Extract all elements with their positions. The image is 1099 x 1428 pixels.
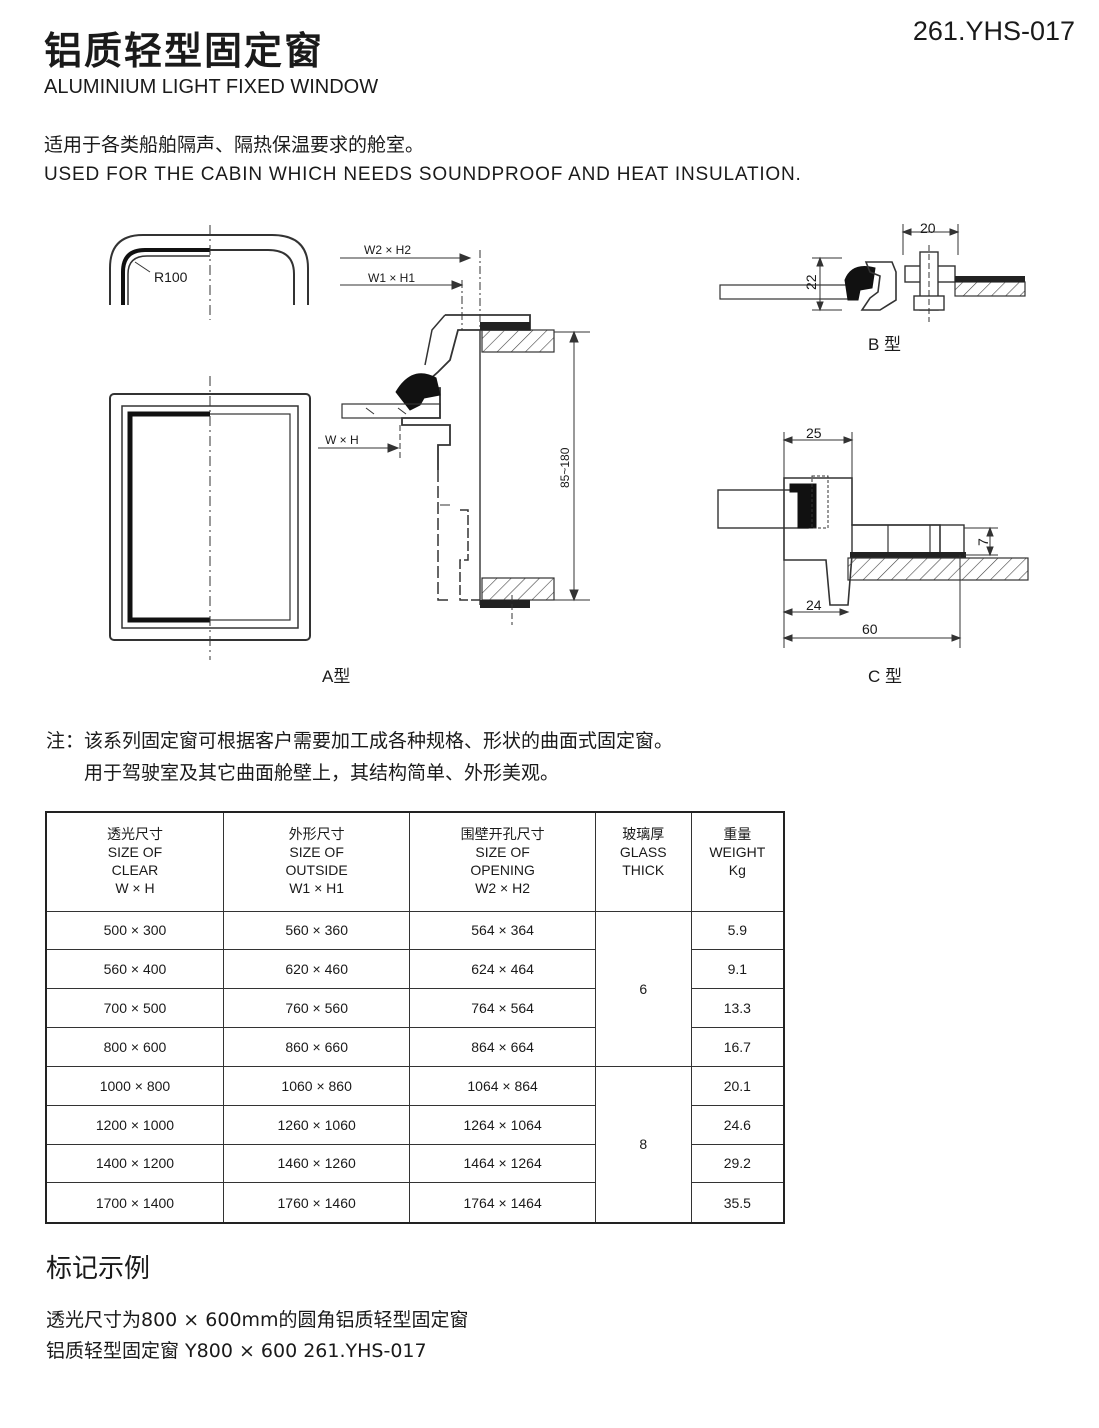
type-a-corner-detail	[109, 225, 309, 320]
cell-clear: 560 × 400	[45, 949, 224, 990]
page-subtitle: ALUMINIUM LIGHT FIXED WINDOW	[44, 76, 379, 98]
note-line-2: 用于驾驶室及其它曲面舱壁上，其结构简单、外形美观。	[84, 762, 560, 784]
cell-weight: 35.5	[690, 1182, 785, 1224]
cell-weight: 29.2	[690, 1143, 785, 1184]
wh-label: W × H	[325, 433, 359, 447]
cell-outside: 860 × 660	[222, 1027, 411, 1067]
cell-weight: 24.6	[690, 1104, 785, 1145]
product-code: 261.YHS-017	[912, 16, 1075, 46]
cell-clear: 1200 × 1000	[45, 1104, 224, 1145]
cell-clear: 700 × 500	[45, 988, 224, 1029]
cell-outside: 1260 × 1060	[222, 1104, 411, 1145]
table-row: 560 × 400 620 × 460 624 × 464 9.1	[45, 949, 785, 990]
type-a-caption: A型	[322, 667, 350, 686]
cell-opening: 1064 × 864	[409, 1065, 596, 1106]
height-range-label: 85~180	[558, 447, 572, 488]
cell-outside: 1760 × 1460	[222, 1182, 411, 1224]
cell-weight: 9.1	[690, 949, 785, 990]
marking-line-1: 透光尺寸为800 × 600mm的圆角铝质轻型固定窗	[46, 1309, 469, 1331]
type-b-height-dim: 22	[803, 274, 819, 290]
cell-clear: 1700 × 1400	[45, 1182, 224, 1224]
cell-weight: 20.1	[690, 1065, 785, 1106]
cell-outside: 1460 × 1260	[222, 1143, 411, 1184]
type-a-front-view	[109, 376, 311, 660]
cell-outside: 620 × 460	[222, 949, 411, 990]
page-title: 铝质轻型固定窗	[44, 29, 325, 73]
type-c-section	[717, 432, 1029, 648]
type-c-dim-25: 25	[806, 425, 822, 441]
w1h1-label: W1 × H1	[368, 271, 415, 285]
cell-weight: 5.9	[690, 910, 785, 951]
table-row: 1700 × 1400 1760 × 1460 1764 × 1464 35.5	[45, 1182, 785, 1224]
cell-opening: 864 × 664	[409, 1027, 596, 1067]
note-line-1: 注：该系列固定窗可根据客户需要加工成各种规格、形状的曲面式固定窗。	[46, 730, 674, 752]
type-c-dim-60: 60	[862, 621, 878, 637]
technical-drawings: R100	[109, 220, 1029, 686]
cell-clear: 800 × 600	[45, 1027, 224, 1067]
cell-glass-group: 6	[594, 910, 692, 1067]
type-c-dim-7: 7	[975, 538, 991, 546]
type-c-dim-24: 24	[806, 597, 822, 613]
table-row: 1400 × 1200 1460 × 1260 1464 × 1264 29.2	[45, 1143, 785, 1184]
type-a-section	[318, 250, 590, 625]
cell-opening: 1264 × 1064	[409, 1104, 596, 1145]
cell-outside: 560 × 360	[222, 910, 411, 951]
marking-line-2: 铝质轻型固定窗 Y800 × 600 261.YHS-017	[46, 1340, 427, 1362]
cell-weight: 13.3	[690, 988, 785, 1029]
cell-clear: 1400 × 1200	[45, 1143, 224, 1184]
cell-opening: 1464 × 1264	[409, 1143, 596, 1184]
cell-clear: 1000 × 800	[45, 1065, 224, 1106]
table-row: 800 × 600 860 × 660 864 × 664 16.7	[45, 1027, 785, 1067]
type-b-caption: B 型	[868, 335, 901, 354]
table-row: 700 × 500 760 × 560 764 × 564 13.3	[45, 988, 785, 1029]
type-b-section	[719, 224, 1026, 322]
w2h2-label: W2 × H2	[364, 243, 411, 257]
cell-opening: 764 × 564	[409, 988, 596, 1029]
marking-title: 标记示例	[46, 1254, 151, 1284]
cell-outside: 760 × 560	[222, 988, 411, 1029]
cell-opening: 564 × 364	[409, 910, 596, 951]
cell-glass-group: 8	[594, 1065, 692, 1224]
radius-label: R100	[154, 269, 188, 285]
table-row: 1200 × 1000 1260 × 1060 1264 × 1064 24.6	[45, 1104, 785, 1145]
cell-weight: 16.7	[690, 1027, 785, 1067]
cell-outside: 1060 × 860	[222, 1065, 411, 1106]
table-row: 500 × 300 560 × 360 564 × 364 6 5.9	[45, 910, 785, 1067]
type-c-caption: C 型	[868, 667, 902, 686]
type-b-width-dim: 20	[920, 220, 936, 236]
cell-opening: 1764 × 1464	[409, 1182, 596, 1224]
table-row: 1000 × 800 1060 × 860 1064 × 864 8 20.1	[45, 1065, 785, 1224]
cell-clear: 500 × 300	[45, 910, 224, 951]
cell-opening: 624 × 464	[409, 949, 596, 990]
description-en: USED FOR THE CABIN WHICH NEEDS SOUNDPROO…	[44, 164, 802, 185]
description-cn: 适用于各类船舶隔声、隔热保温要求的舱室。	[44, 134, 425, 156]
